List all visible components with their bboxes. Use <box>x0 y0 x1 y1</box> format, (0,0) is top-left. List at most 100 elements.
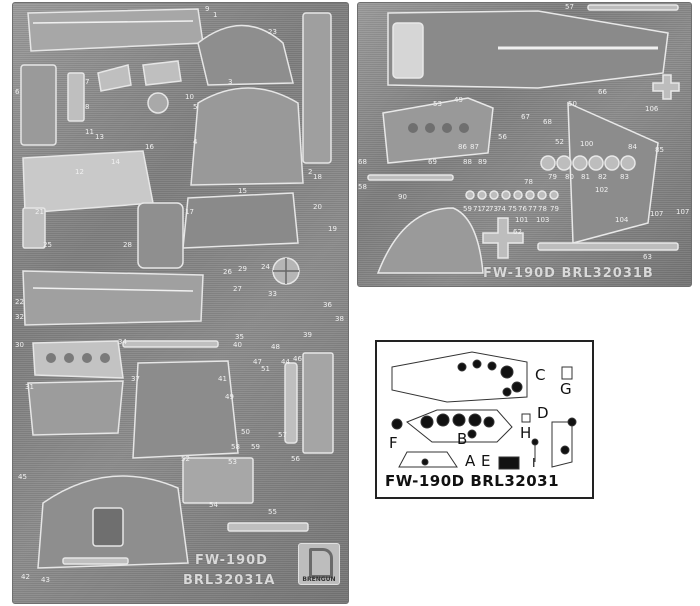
part-number-4: 4 <box>193 138 198 146</box>
part-number-b-80: 80 <box>565 173 574 181</box>
brengun-logo-text: BRENGUN <box>302 576 336 583</box>
part-number-b-79: 79 <box>548 173 557 181</box>
decal-letter-d: D <box>537 404 549 422</box>
part-number-18: 18 <box>313 173 322 181</box>
part-number-14: 14 <box>111 158 120 166</box>
part-number-7: 7 <box>85 78 90 86</box>
part-number-b-59: 59 <box>463 205 472 213</box>
part-number-25: 25 <box>43 241 52 249</box>
part-number-59: 59 <box>251 443 260 451</box>
fret-b-parts <box>367 4 680 274</box>
part-number-30: 30 <box>15 341 24 349</box>
part-number-33: 33 <box>268 290 277 298</box>
part-number-10: 10 <box>185 93 194 101</box>
part-number-b-101: 101 <box>515 216 529 224</box>
part-number-b-65: 67 <box>521 113 530 121</box>
part-number-55: 55 <box>268 508 277 516</box>
decal-letter-g: G <box>560 380 572 398</box>
part-number-b-72: 74 <box>497 205 506 213</box>
part-number-b-83: 83 <box>620 173 629 181</box>
part-number-58: 58 <box>231 443 240 451</box>
part-number-b-106: 107 <box>676 208 690 216</box>
part-number-b-76: 78 <box>538 205 547 213</box>
part-number-48: 48 <box>271 343 280 351</box>
part-number-b-53: 53 <box>433 100 442 108</box>
fret-a-label-line2: BRL32031A <box>183 573 276 588</box>
part-number-b-105: 106 <box>645 105 659 113</box>
decal-letter-h: H <box>520 424 532 442</box>
part-number-54: 54 <box>209 501 218 509</box>
part-number-b-90: 90 <box>398 193 407 201</box>
part-number-b-103: 103 <box>536 216 550 224</box>
decal-sheet: C G D F B H A E I FW-190D BRL32031 <box>375 340 594 499</box>
part-number-13: 13 <box>95 133 104 141</box>
part-number-26: 26 <box>223 268 232 276</box>
part-number-47: 47 <box>253 358 262 366</box>
part-number-6: 6 <box>15 88 20 96</box>
part-number-b-82: 82 <box>598 173 607 181</box>
part-number-36: 36 <box>323 301 332 309</box>
part-number-b-70: 72 <box>481 205 490 213</box>
part-number-9: 9 <box>205 5 210 13</box>
part-number-5: 5 <box>193 103 198 111</box>
part-number-b-78: 78 <box>524 178 533 186</box>
part-number-b-104: 104 <box>615 216 629 224</box>
part-number-b-50: 50 <box>568 100 577 108</box>
brengun-logo: BRENGUN <box>298 543 340 585</box>
part-number-35: 35 <box>235 333 244 341</box>
part-number-20: 20 <box>313 203 322 211</box>
part-number-b-56: 56 <box>498 133 507 141</box>
decal-letter-c: C <box>535 366 546 384</box>
part-number-31: 31 <box>25 383 34 391</box>
part-number-b-100: 100 <box>580 140 594 148</box>
part-number-b-66: 68 <box>543 118 552 126</box>
part-number-17: 17 <box>185 208 194 216</box>
part-number-b-71: 73 <box>489 205 498 213</box>
part-number-8: 8 <box>85 103 90 111</box>
part-number-b-75: 77 <box>528 205 537 213</box>
part-number-2: 2 <box>308 168 313 176</box>
part-number-b-63: 63 <box>643 253 652 261</box>
decal-letter-i: I <box>532 456 536 470</box>
part-number-46: 46 <box>293 355 302 363</box>
part-number-b-57: 58 <box>358 183 367 191</box>
part-number-b-77: 79 <box>550 205 559 213</box>
part-number-34: 34 <box>118 338 127 346</box>
part-number-21: 21 <box>35 208 44 216</box>
fret-a-parts <box>20 8 334 569</box>
part-number-44: 44 <box>281 358 290 366</box>
part-number-b-102: 102 <box>595 186 609 194</box>
decal-letter-a: A <box>465 452 476 470</box>
part-number-38: 38 <box>335 315 344 323</box>
part-number-51: 51 <box>261 365 270 373</box>
part-number-24: 24 <box>261 263 270 271</box>
part-number-29: 29 <box>238 265 247 273</box>
part-number-b-87: 87 <box>470 143 479 151</box>
part-number-22: 22 <box>15 298 24 306</box>
part-number-b-62: 62 <box>513 228 522 236</box>
part-number-56: 56 <box>291 455 300 463</box>
part-number-b-85: 85 <box>655 146 664 154</box>
photo-etch-fret-a: 1 2 3 4 5 6 7 8 9 10 11 12 13 14 15 16 1… <box>12 2 349 604</box>
part-number-b-68: 69 <box>428 158 437 166</box>
part-number-b-58: 57 <box>565 3 574 11</box>
part-number-28: 28 <box>123 241 132 249</box>
part-number-41: 41 <box>218 375 227 383</box>
part-number-b-107: 107 <box>650 210 664 218</box>
part-number-b-64: 66 <box>598 88 607 96</box>
part-number-42: 42 <box>21 573 30 581</box>
part-number-49: 49 <box>225 393 234 401</box>
part-number-50: 50 <box>241 428 250 436</box>
part-number-b-67: 68 <box>358 158 367 166</box>
part-number-57: 57 <box>278 431 287 439</box>
decal-letter-e: E <box>481 452 491 470</box>
part-number-b-52: 52 <box>555 138 564 146</box>
part-number-19: 19 <box>328 225 337 233</box>
part-number-45: 45 <box>18 473 27 481</box>
decal-artwork <box>391 351 577 470</box>
part-number-40: 40 <box>233 341 242 349</box>
part-number-b-88: 88 <box>463 158 472 166</box>
part-number-15: 15 <box>238 187 247 195</box>
part-number-b-69: 71 <box>473 205 482 213</box>
part-number-39: 39 <box>303 331 312 339</box>
